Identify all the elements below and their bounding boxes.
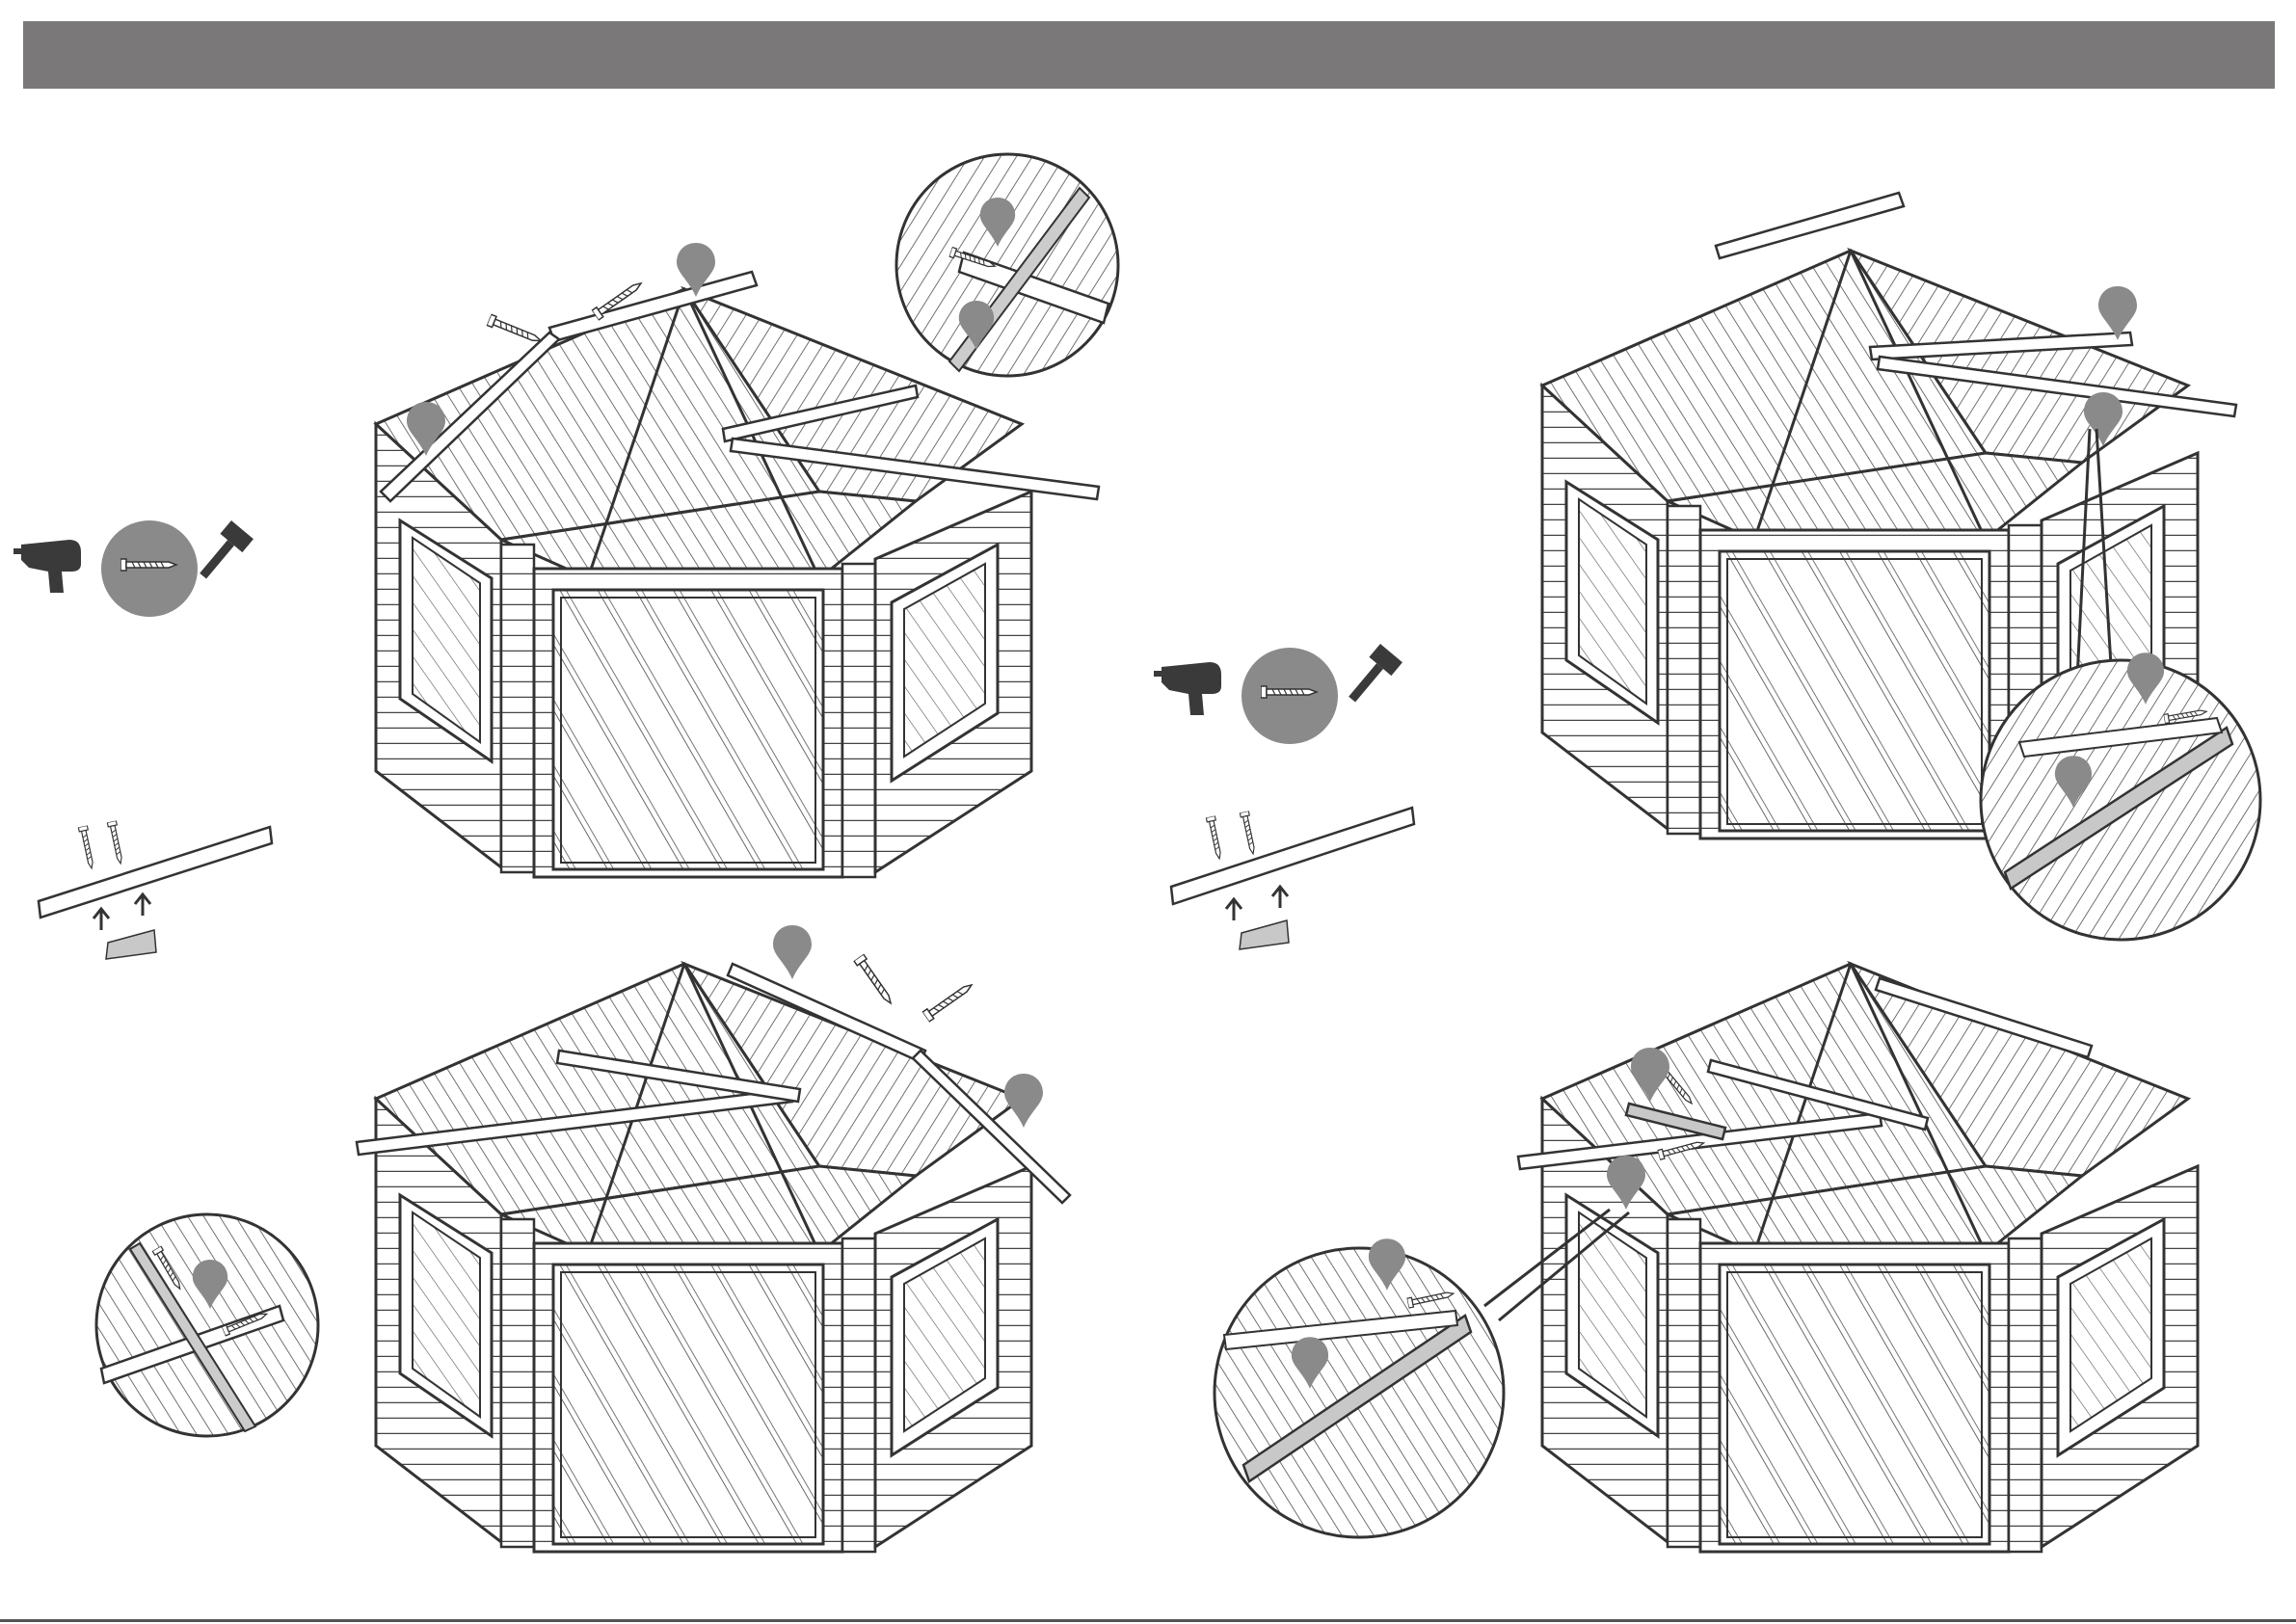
screw-icon	[854, 954, 974, 1022]
step-bottom-right	[1215, 964, 2198, 1552]
drill-icon	[13, 540, 81, 593]
step-top-left	[13, 154, 1118, 959]
marker-pin	[1004, 1074, 1043, 1128]
hammer-icon	[1342, 644, 1402, 709]
bottom-rule	[0, 1619, 2296, 1622]
gazebo-drawing	[376, 289, 1031, 877]
step-top-right	[1154, 193, 2260, 949]
hammer-icon	[193, 520, 254, 586]
drill-icon	[1154, 662, 1221, 715]
callout-magnifier	[96, 1214, 318, 1436]
gazebo-drawing	[376, 964, 1031, 1552]
board-detail	[39, 820, 272, 959]
marker-pin	[773, 925, 812, 979]
step-bottom-left	[96, 925, 1070, 1552]
callout-magnifier	[1215, 1238, 1504, 1537]
screw-icon	[101, 520, 198, 617]
screw-icon	[1241, 648, 1338, 744]
callout-magnifier	[896, 154, 1118, 376]
board-detail	[1171, 808, 1414, 949]
